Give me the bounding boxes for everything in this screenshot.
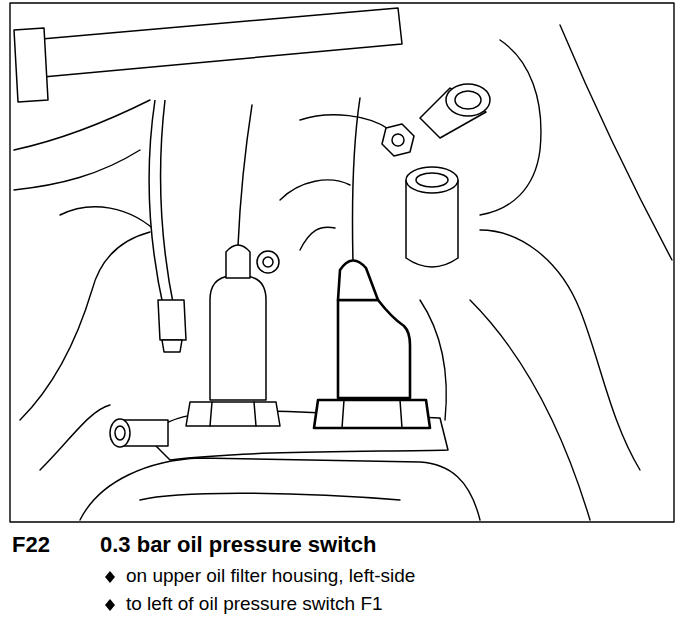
location-note: to left of oil pressure switch F1 (126, 593, 383, 615)
hex-bolt (382, 124, 414, 156)
housing-contour (80, 458, 480, 520)
housing-contour (20, 232, 150, 420)
housing-contour (60, 207, 160, 235)
fuel-line (149, 100, 174, 310)
switch-boot (338, 260, 378, 300)
sensor-cylinder (455, 91, 481, 109)
switch-nut (186, 402, 280, 426)
filter-housing (110, 251, 448, 460)
location-note: to left of oil pressure switch F1 (126, 593, 383, 614)
pipe (14, 8, 402, 352)
part-name: 0.3 bar oil pressure switch (100, 532, 376, 557)
location-note: on upper oil filter housing, left-side (126, 565, 415, 586)
figure-code: F22 (12, 532, 50, 557)
housing-contour (280, 180, 350, 200)
switch-body (338, 300, 410, 398)
housing-contour (40, 405, 110, 470)
line-fitting (158, 300, 186, 340)
housing-contour (300, 115, 390, 130)
caption-bullets (105, 571, 115, 611)
switch-body (210, 276, 266, 400)
switch-boot (226, 245, 250, 278)
housing-contour (470, 300, 590, 520)
switch-nut (210, 402, 256, 426)
sensor-cylinder (446, 84, 490, 116)
location-note: on upper oil filter housing, left-side (126, 565, 415, 587)
line-fitting (162, 340, 182, 352)
background-housing (10, 3, 674, 522)
pipe-bar (30, 8, 402, 78)
switch-wire (353, 98, 360, 262)
switch-nut (342, 400, 402, 428)
housing-contour (140, 493, 400, 500)
housing-contour (480, 40, 541, 215)
bullet-diamond (105, 571, 115, 583)
oil-pressure-switch-f1 (186, 105, 280, 426)
sensor-cylinder (406, 167, 458, 193)
bolt-head (110, 419, 130, 447)
illustration-frame (10, 3, 674, 522)
hex-bolt (392, 134, 404, 146)
oil-pressure-switch-f22 (314, 98, 430, 428)
housing-contour (14, 150, 140, 190)
part-name: 0.3 bar oil pressure switch (100, 532, 376, 557)
top-right-parts (382, 84, 490, 267)
pipe-end-cap (14, 28, 48, 102)
sensor-cylinder (416, 173, 448, 187)
bullet-diamond (105, 599, 115, 611)
bolt-head (115, 426, 125, 440)
housing-contour (14, 100, 150, 150)
switch-nut (314, 400, 430, 428)
figure-code: F22 (12, 532, 50, 557)
bolt (263, 257, 273, 267)
bolt (257, 251, 279, 273)
housing-contour (560, 25, 672, 260)
housing-contour (480, 230, 640, 470)
switch-wire (238, 105, 252, 246)
housing-contour (300, 227, 335, 250)
